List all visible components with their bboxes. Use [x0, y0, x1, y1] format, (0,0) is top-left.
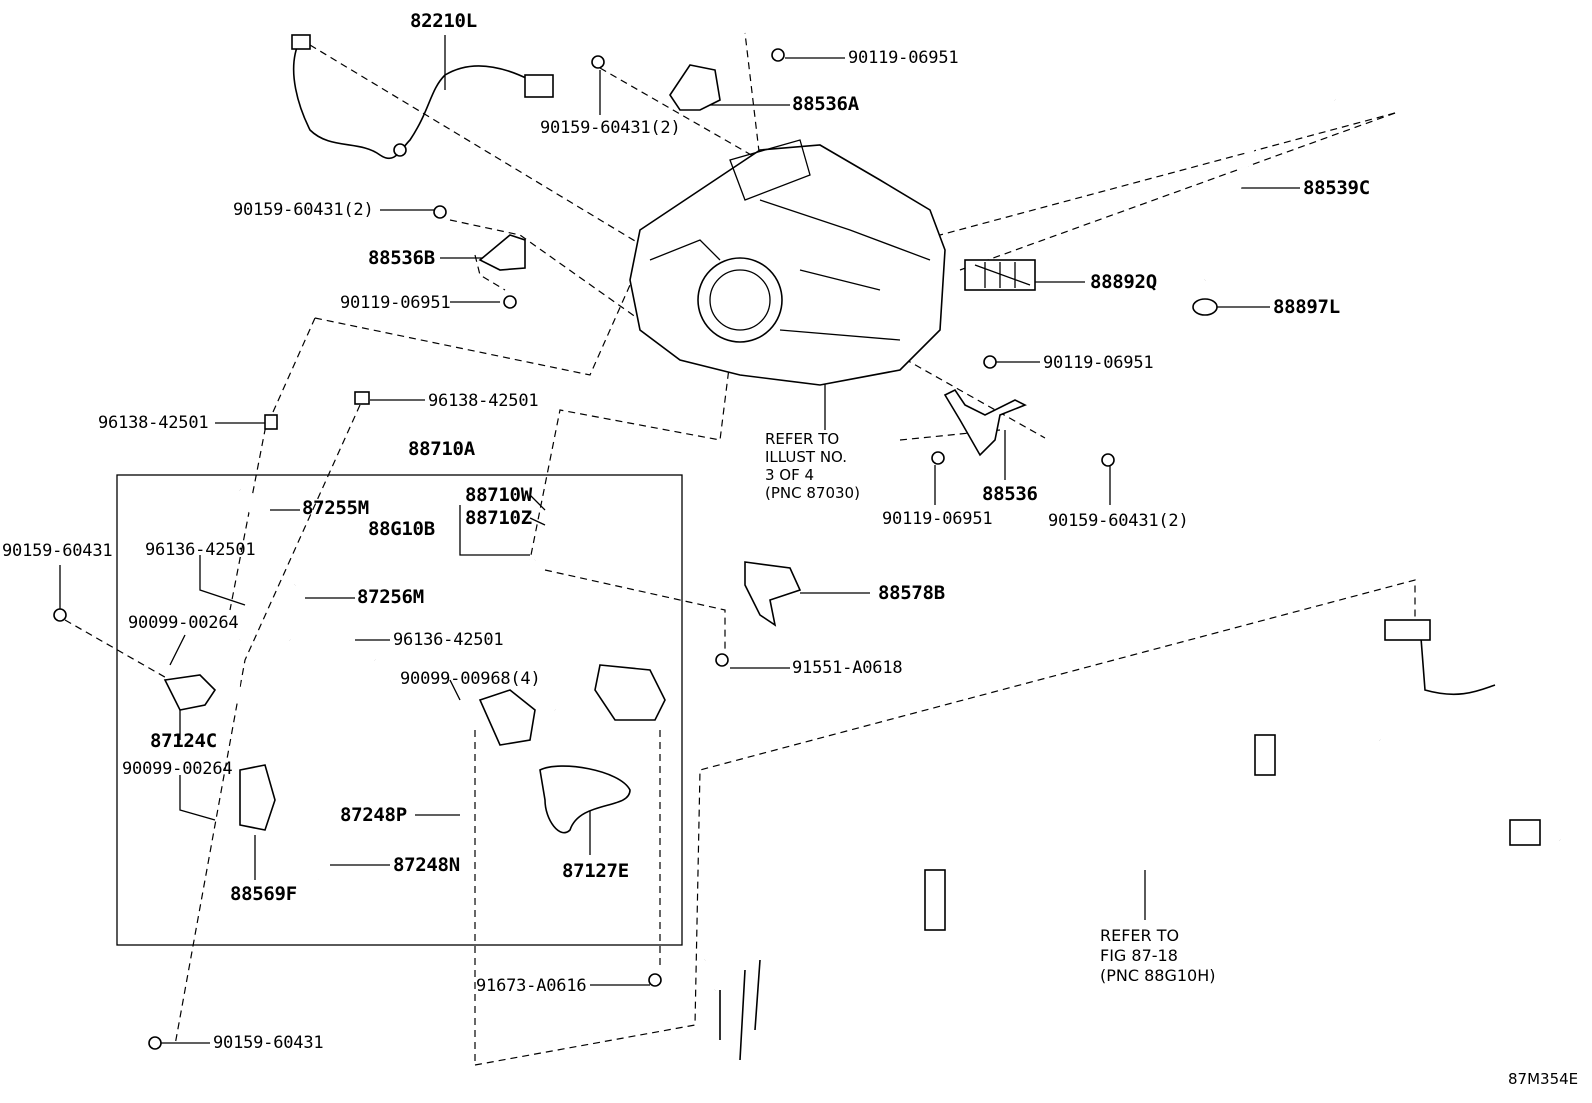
label-90159-60431-farleft: 90159-60431: [2, 541, 113, 561]
label-90119-06951-right: 90119-06951: [1043, 353, 1154, 373]
label-87124C: 87124C: [150, 730, 217, 752]
note-refer-pipes-line-2: FIG 87-18: [1100, 946, 1178, 965]
label-87248N: 87248N: [393, 854, 460, 876]
label-87255M: 87255M: [302, 497, 369, 519]
label-90159-60431-2-top: 90159-60431(2): [540, 118, 681, 138]
wire-harness-82210L: [291, 34, 554, 160]
label-88569F: 88569F: [230, 883, 297, 905]
pipes-assembly: [702, 619, 1564, 1061]
blower-unit: [629, 139, 1036, 386]
label-91551-A0618: 91551-A0618: [792, 658, 903, 678]
label-90119-06951-left: 90119-06951: [340, 293, 451, 313]
bolts: [53, 48, 1115, 1050]
label-90119-06951-top: 90119-06951: [848, 48, 959, 68]
note-refer-pipes-line-1: REFER TO: [1100, 926, 1180, 945]
note-refer-blower-line-1: REFER TO: [765, 430, 840, 448]
label-88536B: 88536B: [368, 247, 435, 269]
note-refer-blower: REFER TO ILLUST NO. 3 OF 4 (PNC 87030): [765, 430, 860, 502]
assembly-box: [116, 474, 683, 946]
label-87256M: 87256M: [357, 586, 424, 608]
label-90099-00264-c: 90099-00264: [122, 759, 233, 779]
label-88G10B: 88G10B: [368, 518, 435, 540]
cover-88578B: [744, 561, 802, 627]
label-90159-60431-2-right: 90159-60431(2): [1048, 511, 1189, 531]
solid-leaders: [59, 35, 1300, 1044]
figure-code: 87M354E: [1508, 1070, 1579, 1088]
label-91673-A0616: 91673-A0616: [476, 976, 587, 996]
label-96136-42501-left: 96136-42501: [145, 540, 256, 560]
label-88710Z: 88710Z: [465, 507, 532, 529]
note-refer-pipes-line-3: (PNC 88G10H): [1100, 966, 1216, 985]
label-88536A: 88536A: [792, 93, 859, 115]
label-82210L: 82210L: [410, 10, 477, 32]
dashed-leaders: [64, 32, 1416, 1066]
label-96138-42501-mid: 96138-42501: [428, 391, 539, 411]
label-87127E: 87127E: [562, 860, 629, 882]
label-96138-42501-left: 96138-42501: [98, 413, 209, 433]
note-refer-blower-line-4: (PNC 87030): [765, 484, 860, 502]
label-90159-60431-2-left: 90159-60431(2): [233, 200, 374, 220]
label-90159-60431-bottom: 90159-60431: [213, 1033, 324, 1053]
label-88536: 88536: [982, 483, 1038, 505]
label-87248P: 87248P: [340, 804, 407, 826]
brackets: [478, 64, 1027, 457]
label-88892Q: 88892Q: [1090, 271, 1157, 293]
label-88710W: 88710W: [465, 484, 532, 506]
label-90099-00968-4: 90099-00968(4): [400, 669, 541, 689]
hose-88539C: [1192, 93, 1336, 316]
label-96136-42501-mid: 96136-42501: [393, 630, 504, 650]
label-90099-00264-a: 90099-00264: [128, 613, 239, 633]
label-88897L: 88897L: [1273, 296, 1340, 318]
label-90119-06951-bottom: 90119-06951: [882, 509, 993, 529]
label-88539C: 88539C: [1303, 177, 1370, 199]
label-88578B: 88578B: [878, 582, 945, 604]
label-88710A: 88710A: [408, 438, 475, 460]
hoses-in-box: [163, 486, 666, 911]
note-refer-pipes: REFER TO FIG 87-18 (PNC 88G10H): [1100, 926, 1216, 986]
note-refer-blower-line-2: ILLUST NO.: [765, 448, 848, 466]
note-refer-blower-line-3: 3 OF 4: [765, 466, 815, 484]
